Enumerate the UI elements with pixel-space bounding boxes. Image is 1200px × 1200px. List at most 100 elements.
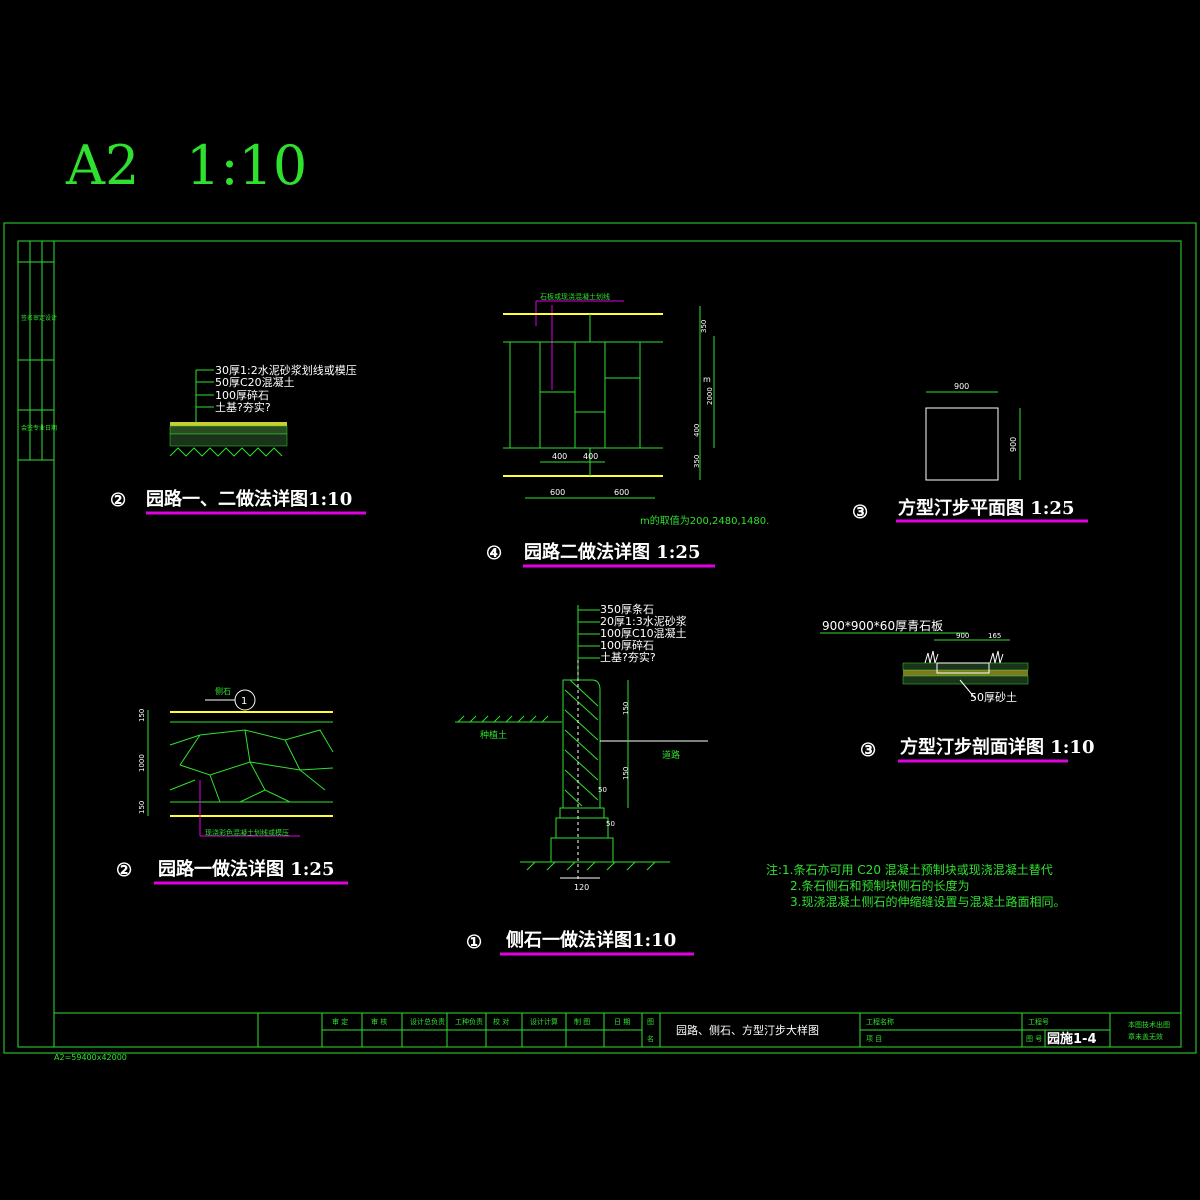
dim-label: 150 xyxy=(622,702,630,715)
detail-path-1-2-section: 30厚1:2水泥砂浆划线或模压 50厚C20混凝土 100厚碎石 土基?夯实? … xyxy=(110,363,366,515)
title-block: 审 定 审 核 设计总负责 工种负责 校 对 设计计算 制 图 日 期 图 名 … xyxy=(53,1012,1182,1048)
planting-soil-label: 种植土 xyxy=(480,729,507,741)
tb-cell-label: 设计总负责 xyxy=(410,1017,445,1026)
layer-label: 100厚C10混凝土 xyxy=(600,626,687,640)
top-note: 石板或现浇混凝土划线 xyxy=(540,292,610,301)
general-notes: 注:1.条石亦可用 C20 混凝土预制块或现浇混凝土替代 2.条石侧石和预制块侧… xyxy=(766,862,1065,909)
dim-label: 900 xyxy=(1009,437,1018,452)
left-strip-label-3: 设计 xyxy=(45,314,57,322)
drawing-no-label: 图 号 xyxy=(1026,1035,1042,1043)
dim-label: 900 xyxy=(954,382,969,391)
detail-number: ③ xyxy=(852,502,868,523)
detail-path-2-plan: 石板或现浇混凝土划线 400 400 600 600 350 2000 m 40… xyxy=(486,292,769,568)
dim-label: 350 xyxy=(700,320,708,333)
detail-title: 园路一、二做法详图1:10 xyxy=(146,488,352,510)
left-title-strip: 签名 审定 设计 会签 专业 日期 xyxy=(18,241,57,1047)
bottom-note: 现浇彩色混凝土划线或模压 xyxy=(205,828,289,837)
callout-number: 1 xyxy=(241,696,247,707)
detail-title: 方型汀步平面图 1:25 xyxy=(898,497,1074,519)
item-label: 项 目 xyxy=(866,1035,882,1043)
dim-label: 50 xyxy=(606,820,615,828)
dim-label: 400 xyxy=(583,452,598,461)
detail-path-1-plan: 侧石 1 150 1000 150 现浇彩色混凝土划线或模压 ② 园路一做法详图… xyxy=(116,686,348,885)
dim-label: 150 xyxy=(138,709,146,722)
crazy-paving-pattern xyxy=(169,729,334,803)
tb-cell-label: 审 核 xyxy=(371,1017,387,1026)
sheet-note: A2=59400x42000 xyxy=(54,1053,127,1062)
concrete-layer xyxy=(169,425,288,435)
dim-label: 900 xyxy=(956,632,969,640)
detail-number: ② xyxy=(110,490,126,511)
dim-label: 50 xyxy=(598,786,607,794)
detail-number: ③ xyxy=(860,740,876,761)
gravel-base xyxy=(550,837,614,863)
layer-label: 20厚1:3水泥砂浆 xyxy=(600,614,687,628)
stone-slab xyxy=(936,662,990,674)
dim-label: 600 xyxy=(550,488,565,497)
mortar-layer xyxy=(170,422,287,426)
slab-label: 900*900*60厚青石板 xyxy=(822,619,943,633)
dim-label: 2000 xyxy=(706,387,714,405)
left-strip-label-6: 日期 xyxy=(45,424,57,432)
grass-symbol xyxy=(924,650,1004,664)
tb-cell-label: 日 期 xyxy=(614,1018,630,1026)
detail-number: ① xyxy=(466,932,482,953)
dim-label: 600 xyxy=(614,488,629,497)
job-no-label: 工程号 xyxy=(1028,1017,1049,1026)
tb-tu-label: 图 xyxy=(647,1018,654,1026)
left-strip-label-5: 专业 xyxy=(33,424,45,432)
detail-number: ② xyxy=(116,860,132,881)
detail-title: 方型汀步剖面详图 1:10 xyxy=(900,736,1094,758)
layer-label: 土基?夯实? xyxy=(215,400,271,414)
layer-label: 350厚条石 xyxy=(600,602,654,616)
layer-label: 100厚碎石 xyxy=(215,388,269,402)
layer-label: 50厚C20混凝土 xyxy=(215,375,295,389)
dim-label: 150 xyxy=(138,801,146,814)
note-line: 注:1.条石亦可用 C20 混凝土预制块或现浇混凝土替代 xyxy=(766,862,1053,877)
tb-ming-label: 名 xyxy=(647,1034,654,1043)
sand-label: 50厚砂土 xyxy=(970,691,1017,704)
note-line: 2.条石侧石和预制块侧石的长度为 xyxy=(790,878,969,893)
tb-cell-label: 设计计算 xyxy=(530,1017,558,1026)
detail-stepping-stone-plan: 900 900 ③ 方型汀步平面图 1:25 xyxy=(852,382,1088,523)
detail-stepping-stone-section: 900*900*60厚青石板 900 165 50厚砂土 ③ 方型汀步剖面详图 … xyxy=(820,619,1094,763)
left-strip-label-2: 审定 xyxy=(33,314,45,322)
detail-curb-section: 350厚条石 20厚1:3水泥砂浆 100厚C10混凝土 100厚碎石 土基?夯… xyxy=(455,602,708,956)
tb-cell-label: 制 图 xyxy=(574,1017,590,1026)
detail-title: 侧石一做法详图1:10 xyxy=(506,929,676,951)
note-line: 3.现浇混凝土侧石的伸缩缝设置与混凝土路面相同。 xyxy=(790,894,1065,909)
layer-label: 土基?夯实? xyxy=(600,650,656,664)
layer-label: 30厚1:2水泥砂浆划线或模压 xyxy=(215,363,357,377)
road-label: 道路 xyxy=(662,749,680,761)
curb-label: 侧石 xyxy=(215,686,231,696)
left-strip-label-1: 签名 xyxy=(21,314,33,322)
outer-border xyxy=(3,222,1197,1054)
drawing-number: 园施1-4 xyxy=(1047,1031,1097,1047)
stamp-line: 本图技术出图 xyxy=(1128,1020,1170,1029)
drawing-name: 园路、侧石、方型汀步大样图 xyxy=(676,1023,819,1037)
stepping-stone-square xyxy=(925,407,999,481)
m-label: m xyxy=(703,375,711,384)
gravel-layer xyxy=(169,433,288,447)
project-label: 工程名称 xyxy=(866,1017,894,1026)
detail-title: 园路一做法详图 1:25 xyxy=(158,858,334,880)
stamp-line: 章未盖无效 xyxy=(1128,1032,1163,1041)
soil-hatch xyxy=(169,447,283,457)
dim-label: 150 xyxy=(622,767,630,780)
detail-title: 园路二做法详图 1:25 xyxy=(524,541,700,563)
tb-cell-label: 校 对 xyxy=(493,1017,509,1026)
dim-label: 400 xyxy=(693,424,701,437)
tb-cell-label: 审 定 xyxy=(332,1017,348,1026)
dim-label: 120 xyxy=(574,883,589,892)
scale-label: 1:10 xyxy=(186,134,307,197)
sheet-size-label: A2 xyxy=(65,134,139,197)
detail-number: ④ xyxy=(486,543,502,564)
left-strip-label-4: 会签 xyxy=(21,424,33,432)
layer-label: 100厚碎石 xyxy=(600,638,654,652)
tb-cell-label: 工种负责 xyxy=(455,1017,483,1026)
dim-label: 350 xyxy=(693,455,701,468)
curb-stone xyxy=(562,679,601,809)
dim-label: 165 xyxy=(988,632,1001,640)
dim-label: 400 xyxy=(552,452,567,461)
